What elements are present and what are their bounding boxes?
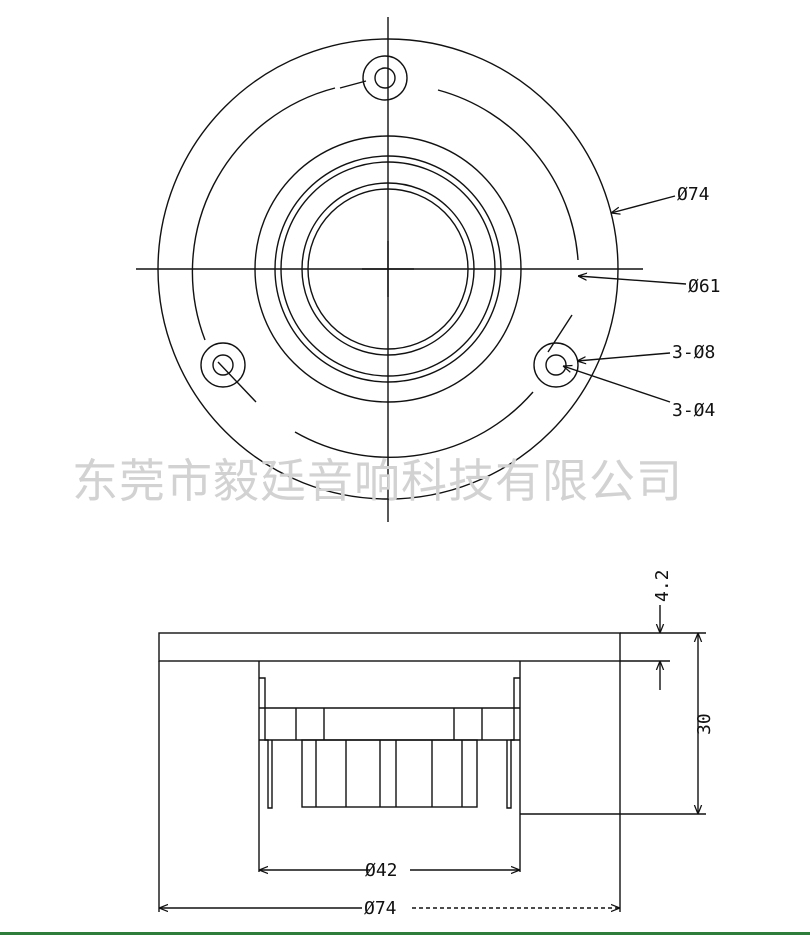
label-body-diameter: Ø42 <box>365 860 398 881</box>
ring-inner-1 <box>274 155 502 383</box>
magnet-block <box>301 739 478 808</box>
flange-outer-circle <box>157 38 619 500</box>
label-flange-thickness: 4.2 <box>652 569 673 602</box>
bolt-circle-arc-bottom <box>294 391 534 458</box>
ring-inner-2 <box>280 161 496 377</box>
bottom-rule <box>0 932 810 935</box>
mounting-hole-top <box>339 55 408 101</box>
bracket-left <box>259 677 273 809</box>
leader-hole-outer <box>577 352 671 361</box>
side-view <box>158 605 706 912</box>
label-hole-outer: 3-Ø8 <box>672 342 715 363</box>
label-hole-inner: 3-Ø4 <box>672 400 715 421</box>
leader-ring-diameter <box>578 276 687 285</box>
leader-hole-inner <box>563 366 671 403</box>
bolt-circle-arc-right <box>437 89 579 261</box>
label-overall-height: 30 <box>694 713 715 735</box>
top-view <box>136 17 687 522</box>
label-flange-diameter: Ø74 <box>364 898 397 919</box>
mounting-hole-right <box>533 314 579 388</box>
side-flange <box>158 632 621 662</box>
bracket-right <box>506 677 520 809</box>
label-outer-diameter: Ø74 <box>677 184 710 205</box>
bolt-circle-arc-left <box>191 87 336 341</box>
label-ring-diameter: Ø61 <box>688 276 721 297</box>
mounting-hole-left <box>200 342 257 403</box>
leader-outer-diameter <box>611 195 676 213</box>
throat-inner <box>307 188 469 350</box>
company-watermark: 东莞市毅廷音响科技有限公司 <box>72 454 683 508</box>
ring-61 <box>254 135 522 403</box>
throat-outer <box>301 182 475 356</box>
